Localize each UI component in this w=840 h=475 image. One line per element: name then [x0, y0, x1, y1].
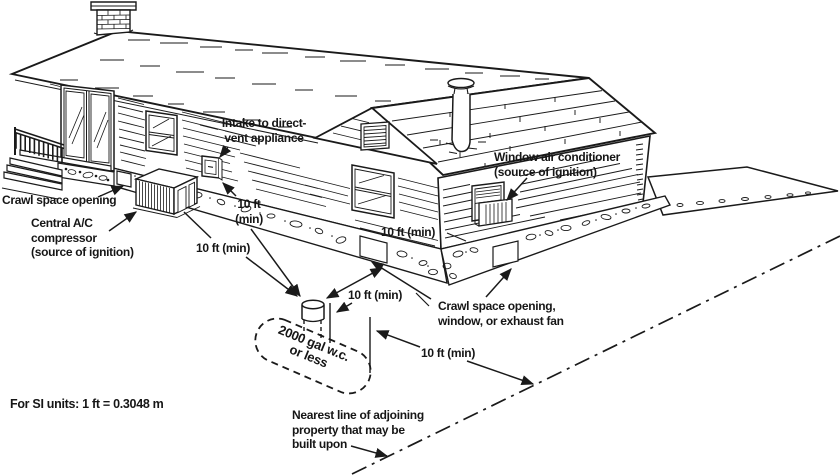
patio-door: [60, 84, 115, 172]
tank-riser-pipe: [303, 320, 322, 339]
porch-railing: [14, 127, 65, 163]
dimension-ac-clearance: 10 ft (min): [196, 241, 250, 256]
porch-step: [9, 157, 63, 177]
arrow-property-dim-line: [466, 360, 535, 386]
arrow-intake-dim-up: [222, 182, 237, 197]
label-crawl-space-left: Crawl space opening: [2, 193, 117, 208]
text-line: (source of ignition): [31, 245, 134, 260]
text-line: 10 ft: [237, 197, 261, 211]
window-left: [145, 110, 178, 156]
window-middle: [351, 164, 395, 219]
dimension-ticks: [329, 303, 371, 373]
window-ac-unit: [471, 181, 513, 227]
side-siding: [442, 159, 643, 239]
arrow-window-ac: [506, 177, 528, 201]
dimension-tank-to-property: 10 ft (min): [421, 346, 475, 361]
label-crawl-space-right: Crawl space opening, window, or exhaust …: [438, 299, 564, 328]
crawl-opening-left: [116, 170, 132, 188]
text-line: window, or exhaust fan: [438, 313, 564, 328]
leader-wall-dim: [415, 232, 467, 307]
text-line: 10 ft (min): [348, 288, 403, 302]
arrow-crawl-left: [97, 185, 125, 198]
text-line: Crawl space opening,: [438, 299, 556, 313]
porch-step: [3, 171, 63, 191]
si-units-note: For SI units: 1 ft = 0.3048 m: [10, 397, 164, 412]
arrow-ac-dim: [245, 256, 299, 297]
corner-trim-hatch: [635, 143, 644, 201]
arrow-tank-dim-tick: [335, 301, 353, 313]
text-line: (min): [235, 211, 263, 226]
text-line: property that may be: [292, 422, 405, 437]
ac-compressor: [132, 168, 201, 218]
porch: [1, 127, 115, 200]
label-central-ac: Central A/C compressor (source of igniti…: [31, 216, 134, 260]
text-line: Nearest line of adjoining: [292, 408, 424, 422]
text-line: For SI units: 1 ft = 0.3048 m: [10, 397, 164, 411]
text-line: (source of ignition): [494, 164, 597, 179]
dimension-intake-clearance: 10 ft (min): [228, 197, 270, 226]
label-window-ac: Window air conditioner (source of igniti…: [494, 150, 620, 179]
leader-ac-dim: [183, 211, 212, 239]
attic-louver-icon: [360, 121, 390, 151]
tank-riser: [301, 299, 325, 323]
text-line: compressor: [31, 230, 97, 245]
crawl-opening-front: [359, 235, 388, 264]
dimension-wall-clearance: 10 ft (min): [381, 225, 435, 240]
arrow-intake: [219, 144, 232, 158]
driveway: [646, 166, 839, 216]
arrow-crawl-right-front: [370, 261, 432, 300]
label-intake: Intake to direct- vent appliance: [214, 116, 314, 145]
vent-pipe: [430, 77, 486, 154]
text-line: Crawl space opening: [2, 193, 117, 207]
arrow-tank-to-building: [325, 267, 384, 299]
text-line: 10 ft (min): [381, 225, 436, 239]
text-line: 10 ft (min): [421, 346, 476, 360]
foundation-side: [440, 195, 672, 286]
arrow-intake-dim-down: [250, 228, 301, 298]
arrow-property-label: [350, 445, 389, 458]
text-line: vent appliance: [224, 130, 304, 145]
text-line: 10 ft (min): [196, 241, 251, 255]
dimension-tank-to-building: 10 ft (min): [348, 288, 402, 303]
crawl-opening-side: [492, 240, 519, 268]
arrow-central-ac: [108, 211, 138, 232]
arrow-property-dim-tick: [375, 330, 421, 348]
text-line: Central A/C: [31, 216, 93, 230]
intake-vent-box: [201, 155, 223, 181]
leader-arrows: [97, 144, 535, 458]
text-line: Intake to direct-: [221, 116, 307, 130]
label-property-line: Nearest line of adjoining property that …: [292, 408, 424, 452]
property-line: [351, 235, 840, 475]
text-line: built upon: [292, 437, 347, 452]
chimney: [90, 1, 137, 36]
text-line: Window air conditioner: [494, 150, 620, 164]
arrow-crawl-right-side: [485, 268, 512, 298]
porch-step: [6, 164, 63, 184]
